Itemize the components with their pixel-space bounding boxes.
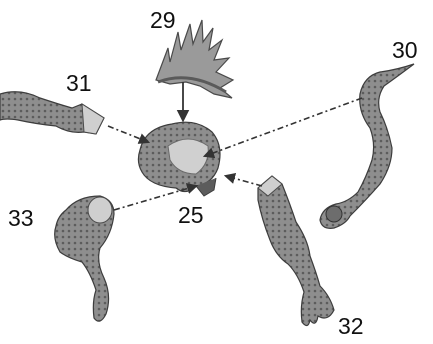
arrow-31-to-25	[108, 126, 148, 142]
part-32-leg	[258, 176, 334, 326]
label-29: 29	[150, 7, 176, 33]
label-32: 32	[338, 313, 364, 339]
label-25: 25	[178, 202, 204, 228]
part-30-tail	[320, 64, 414, 228]
label-31: 31	[66, 70, 92, 96]
part-33-leg	[55, 196, 114, 321]
part-31-arm	[0, 92, 104, 134]
label-30: 30	[392, 37, 418, 63]
label-33: 33	[8, 205, 34, 231]
arrow-30-to-25	[205, 98, 362, 156]
arrow-32-to-25	[226, 176, 262, 186]
part-25-torso	[138, 122, 220, 196]
